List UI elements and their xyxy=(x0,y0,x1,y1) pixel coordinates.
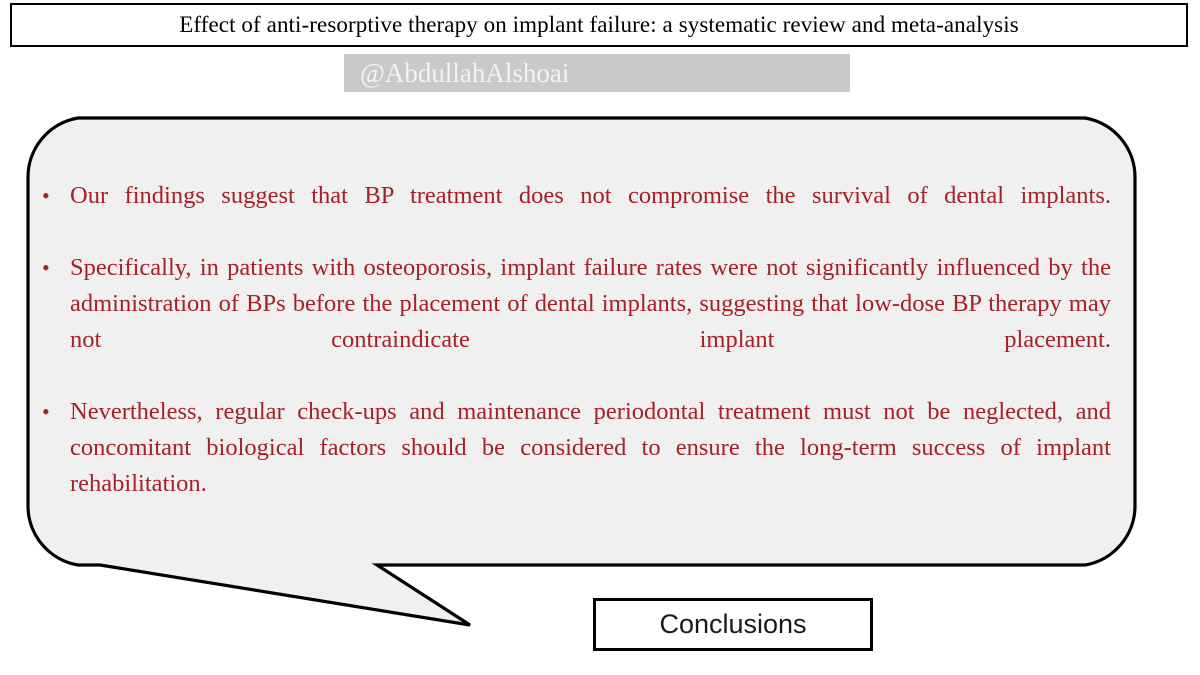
title-box: Effect of anti-resorptive therapy on imp… xyxy=(10,3,1188,47)
bullet-text: Nevertheless, regular check-ups and main… xyxy=(70,398,1111,497)
callout-bubble-shape xyxy=(26,116,1137,627)
callout-bubble-path xyxy=(26,116,1137,627)
list-item: • Nevertheless, regular check-ups and ma… xyxy=(36,394,1111,538)
watermark-handle: @AbdullahAlshoai xyxy=(360,57,570,88)
callout-text-content: • Our findings suggest that BP treatment… xyxy=(36,178,1111,518)
watermark-band: @AbdullahAlshoai xyxy=(344,54,850,92)
bullet-marker-icon: • xyxy=(42,255,50,280)
conclusions-box: Conclusions xyxy=(593,598,873,651)
list-item: • Our findings suggest that BP treatment… xyxy=(36,178,1111,250)
bullet-marker-icon: • xyxy=(42,399,50,424)
list-item: • Specifically, in patients with osteopo… xyxy=(36,250,1111,394)
bullet-marker-icon: • xyxy=(42,183,50,208)
conclusions-label: Conclusions xyxy=(659,609,807,639)
bullet-text: Specifically, in patients with osteoporo… xyxy=(70,254,1111,353)
page-title: Effect of anti-resorptive therapy on imp… xyxy=(179,12,1019,38)
bullet-text: Our findings suggest that BP treatment d… xyxy=(70,182,1111,209)
